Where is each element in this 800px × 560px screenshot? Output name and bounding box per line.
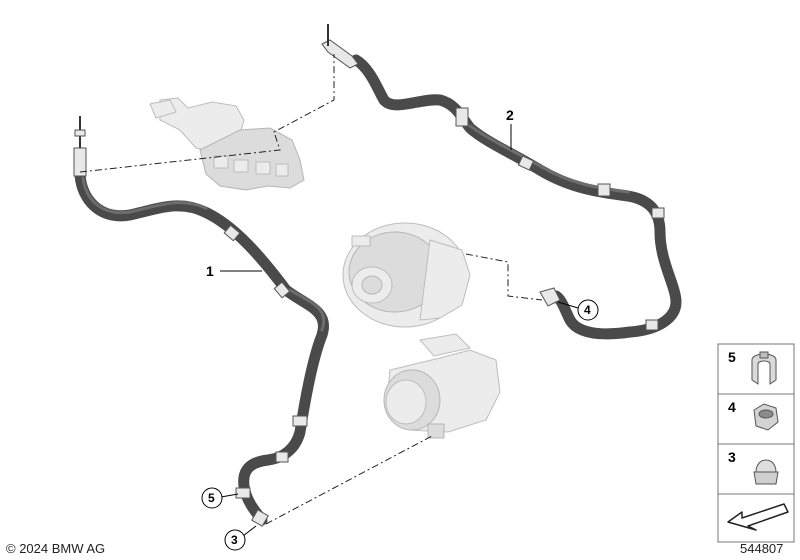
legend-number-5: 5 [728, 349, 736, 365]
callout-4-number: 4 [584, 303, 591, 317]
hose-2-end-terminal [539, 287, 561, 307]
legend-number-3: 3 [728, 449, 736, 465]
starter-ghost [383, 333, 501, 439]
legend-arrow-box [717, 493, 795, 543]
callout-3: 3 [224, 525, 257, 551]
cap-nut-icon [753, 459, 779, 485]
hose-1-clip [223, 224, 241, 242]
hose-2-clip [455, 107, 469, 127]
hose-1-clip [292, 415, 308, 427]
hose-2-connector [321, 24, 359, 69]
legend-item-4: 4 [717, 393, 795, 445]
hose-2-clip [597, 183, 611, 197]
hose-1-clip [235, 487, 251, 499]
junction-box-ghost [149, 97, 305, 191]
callout-5-number: 5 [208, 491, 215, 505]
diagram-number: 544807 [740, 541, 783, 556]
callout-4: 4 [557, 299, 599, 321]
hose-1-clip [275, 451, 289, 463]
part-number-1: 1 [206, 263, 214, 279]
legend-item-3: 3 [717, 443, 795, 495]
hose-1-clip [273, 281, 291, 299]
hose-1-end-clip [251, 509, 269, 527]
legend-panel: 5 4 3 [717, 343, 795, 543]
legend-number-4: 4 [728, 399, 736, 415]
label-2: 2 [506, 107, 514, 150]
hose-1 [74, 169, 329, 526]
hose-2-clip [517, 155, 535, 171]
legend-item-5: 5 [717, 343, 795, 395]
hose-1-connector [73, 116, 87, 177]
arrow-direction-icon [727, 503, 789, 531]
hose-2-clip [651, 207, 665, 219]
hex-nut-icon [753, 403, 779, 431]
copyright-text: © 2024 BMW AG [6, 541, 105, 556]
callout-3-number: 3 [231, 533, 238, 547]
part-number-2: 2 [506, 107, 514, 123]
clamp-icon [751, 351, 777, 385]
hose-2-clip [645, 319, 659, 331]
label-1: 1 [206, 263, 262, 279]
alternator-ghost [342, 222, 471, 328]
callout-5: 5 [201, 487, 239, 509]
assembly-lines [79, 54, 543, 525]
